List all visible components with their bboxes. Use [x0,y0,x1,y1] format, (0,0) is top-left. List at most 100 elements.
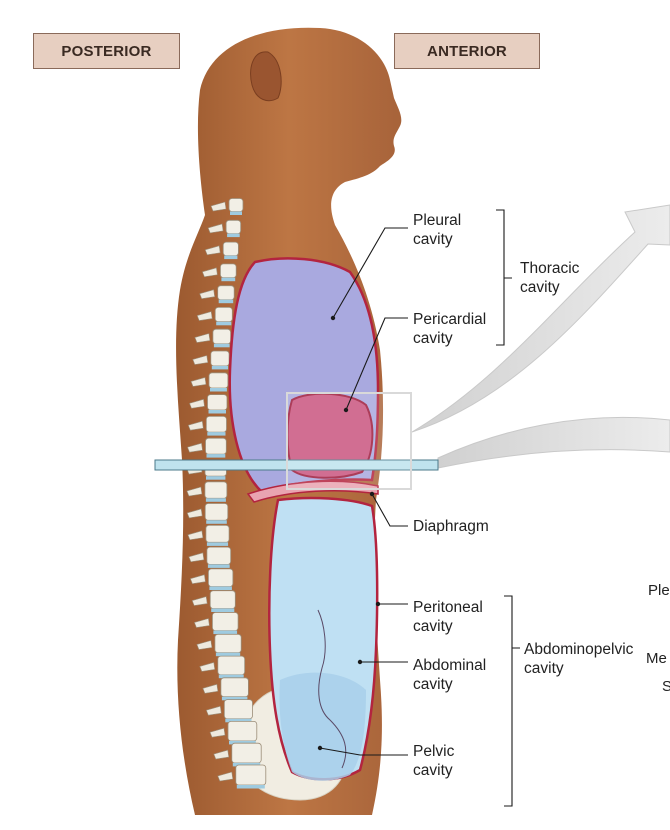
spinous-process [213,749,230,760]
spinous-process [192,355,209,365]
vertebra [204,503,229,521]
spinous-process [187,530,204,541]
bracket-abdominopelvic [504,595,520,807]
spinous-process [191,596,208,606]
spinous-process [196,640,213,650]
label-thoracic-line1: Thoracic [520,260,580,277]
spinous-process [199,662,216,672]
spinous-process [187,442,203,453]
intervertebral-disc [208,410,226,414]
vertebra [209,590,236,609]
leader-dots [317,315,381,751]
label-abdominopelvic-line1: Abdominopelvic [524,641,634,658]
intervertebral-disc [215,652,241,657]
spinous-process [190,377,207,387]
intervertebral-disc [206,476,226,480]
label-abdominopelvic-cavity: Abdominopelvic cavity [524,640,633,678]
spinous-process [187,420,204,431]
spinous-process [196,311,213,321]
leader-pelvic [319,747,408,756]
spinous-process [205,705,222,716]
spinous-process [207,223,224,234]
intervertebral-disc [207,432,226,436]
intervertebral-disc [221,696,248,701]
spinous-process [202,683,219,694]
spinous-process [204,245,221,256]
vertebra [212,328,231,345]
zoom-selection-box [286,392,412,490]
anterior-tag: ANTERIOR [394,33,540,69]
label-peritoneal-line2: cavity [413,618,453,635]
transverse-plane-bar [154,459,439,471]
intervertebral-disc [207,564,230,568]
intervertebral-disc [206,542,229,546]
spinous-process [199,289,216,300]
vertebral-column [186,198,267,789]
edge-fragment-3: S [662,678,670,695]
label-pericardial-line1: Pericardial [413,311,487,328]
vertebra [220,677,249,698]
intervertebral-disc [213,343,230,348]
vertebra [211,612,239,632]
vertebra [207,394,228,411]
vertebra [235,764,267,786]
label-peritoneal-cavity: Peritoneal cavity [413,598,483,636]
intervertebral-disc [211,365,229,370]
label-pericardial-line2: cavity [413,330,453,347]
spinous-process [193,618,210,628]
vertebra [214,306,233,323]
vertebra [222,241,239,257]
edge-fragment-2: Me [646,650,667,667]
spinous-process [217,771,234,782]
posterior-tag: POSTERIOR [33,33,180,69]
intervertebral-disc [210,388,227,392]
vertebra [219,263,237,279]
label-abdominal-line1: Abdominal [413,657,487,674]
label-thoracic-cavity: Thoracic cavity [520,259,579,297]
intervertebral-disc [227,233,240,238]
intervertebral-disc [218,674,244,679]
vertebra [208,372,229,389]
label-diaphragm: Diaphragm [413,518,489,535]
vertebra [217,285,235,301]
leader-diaphragm [371,493,408,527]
label-pericardial-cavity: Pericardial cavity [413,310,486,348]
vertebra [228,198,244,212]
intervertebral-disc [221,277,236,282]
vertebra [205,437,227,455]
intervertebral-disc [225,718,252,723]
spinous-process [186,508,203,519]
pelvic-cavity-shape [279,672,366,781]
vertebra [205,415,227,433]
intervertebral-disc [206,520,227,524]
bracket-thoracic [496,209,512,346]
lower-pointer-arrow [437,416,670,469]
intervertebral-disc [218,299,234,304]
intervertebral-disc [229,740,256,745]
leader-lines [319,209,520,807]
intervertebral-disc [205,498,226,502]
leader-pericardial [345,317,408,411]
vertebra [214,633,242,654]
spinous-process [209,727,226,738]
label-abdominopelvic-line2: cavity [524,660,564,677]
leader-pleural [332,227,408,319]
intervertebral-disc [230,211,242,215]
label-pleural-line1: Pleural [413,212,462,229]
label-thoracic-line2: cavity [520,279,560,296]
spinous-process [189,574,206,585]
intervertebral-disc [236,785,265,789]
spinous-process [210,201,227,212]
label-abdominal-cavity: Abdominal cavity [413,656,486,694]
vertebra [204,481,228,499]
label-pelvic-line2: cavity [413,762,453,779]
intervertebral-disc [224,255,238,260]
vertebra [217,655,246,676]
vertebra [206,546,232,565]
edge-fragment-1: Ple [648,582,670,599]
label-pleural-line2: cavity [413,231,453,248]
intervertebral-disc [216,321,232,326]
label-peritoneal-line1: Peritoneal [413,599,483,616]
